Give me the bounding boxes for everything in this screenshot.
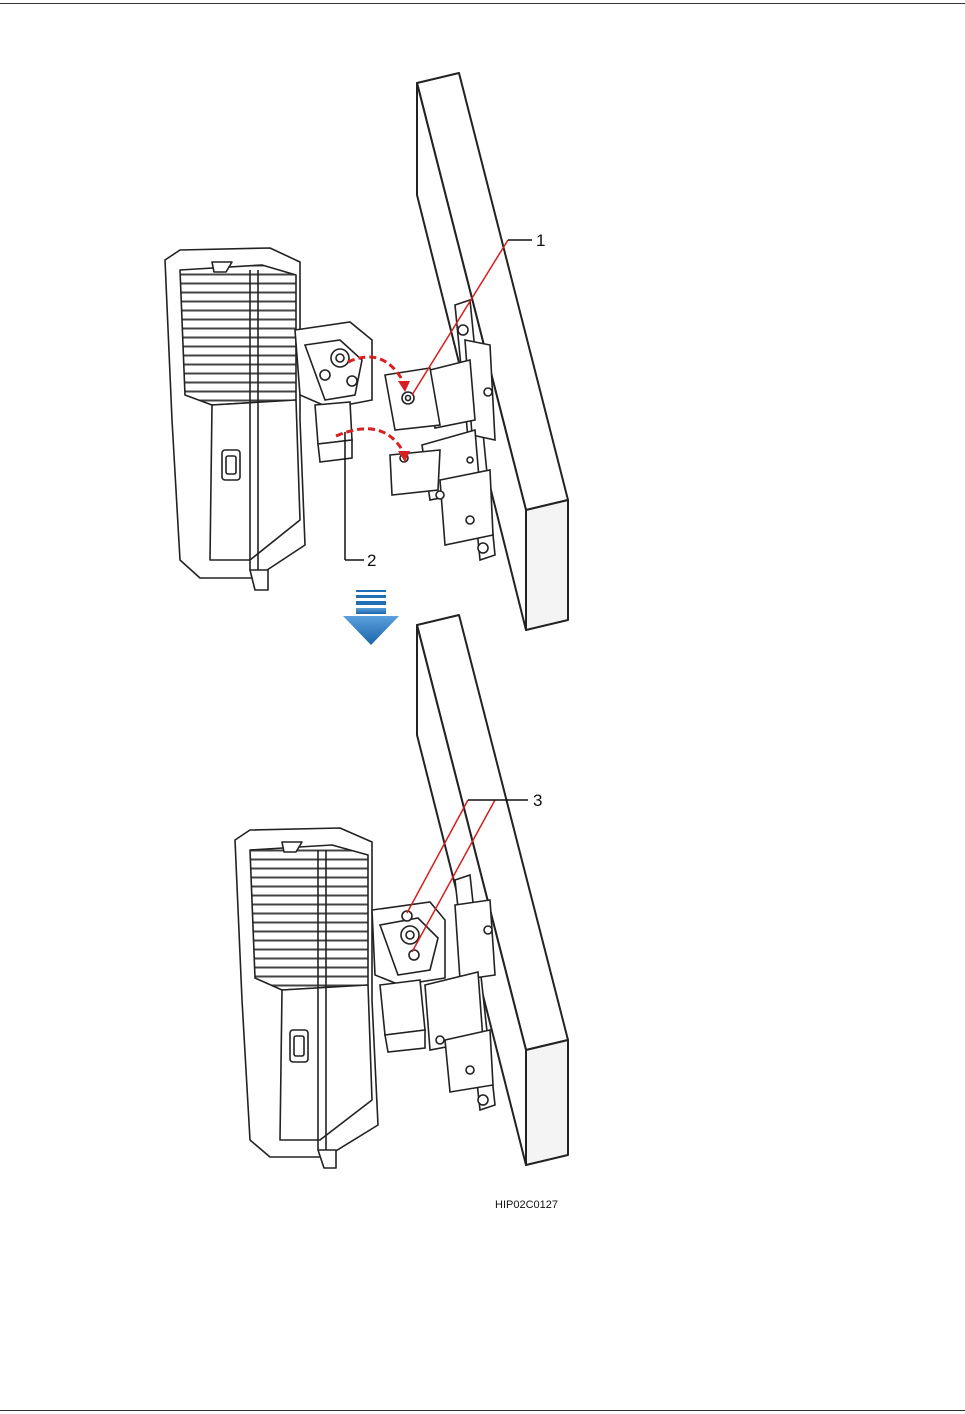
footer-rule — [0, 1410, 965, 1411]
device-adapter-top — [295, 322, 372, 462]
process-arrow — [343, 590, 399, 645]
callout-label-1: 1 — [536, 231, 545, 250]
figure-id: HIP02C0127 — [495, 1199, 558, 1211]
callout-label-3: 3 — [533, 791, 542, 810]
bottom-scene: 3 — [235, 615, 568, 1168]
attach-plate-top — [385, 368, 440, 495]
top-scene: 1 2 — [165, 73, 568, 630]
rru-device-bottom — [235, 828, 378, 1168]
rru-device-top — [165, 248, 305, 590]
callout-label-2: 2 — [367, 551, 376, 570]
